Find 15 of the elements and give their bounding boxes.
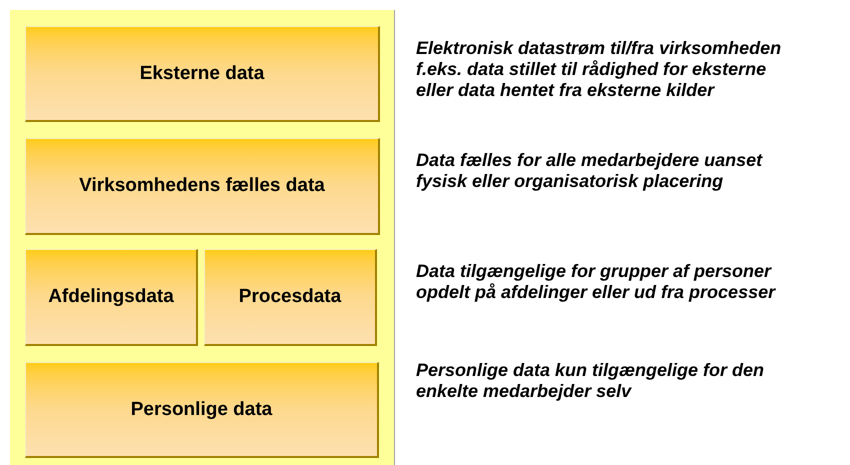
data-box [25, 26, 380, 122]
box-label: Personlige data [130, 398, 274, 422]
panel-background [10, 10, 395, 465]
box-label: Afdelingsdata [47, 285, 175, 309]
data-box [25, 138, 380, 235]
box-label: Eksterne data [138, 62, 266, 86]
data-box [25, 362, 379, 458]
data-box [204, 249, 377, 346]
description-text: Personlige data kun tilgængelige for den enkelte medarbejder selv [416, 360, 766, 402]
box-label: Virksomhedens fælles data [78, 174, 326, 198]
description-text: Data tilgængelige for grupper af personer opdelt på afdelinger eller ud fra processer [416, 261, 777, 303]
description-text: Data fælles for alle medarbejdere uanset fysisk eller organisatorisk placering [416, 150, 764, 192]
data-box [25, 249, 198, 346]
box-label: Procesdata [238, 285, 342, 309]
description-text: Elektronisk datastrøm til/fra virksomheden f.eks. data stillet til rådighed for eksterne eller data hentet fra eksterne kilder [416, 38, 782, 101]
